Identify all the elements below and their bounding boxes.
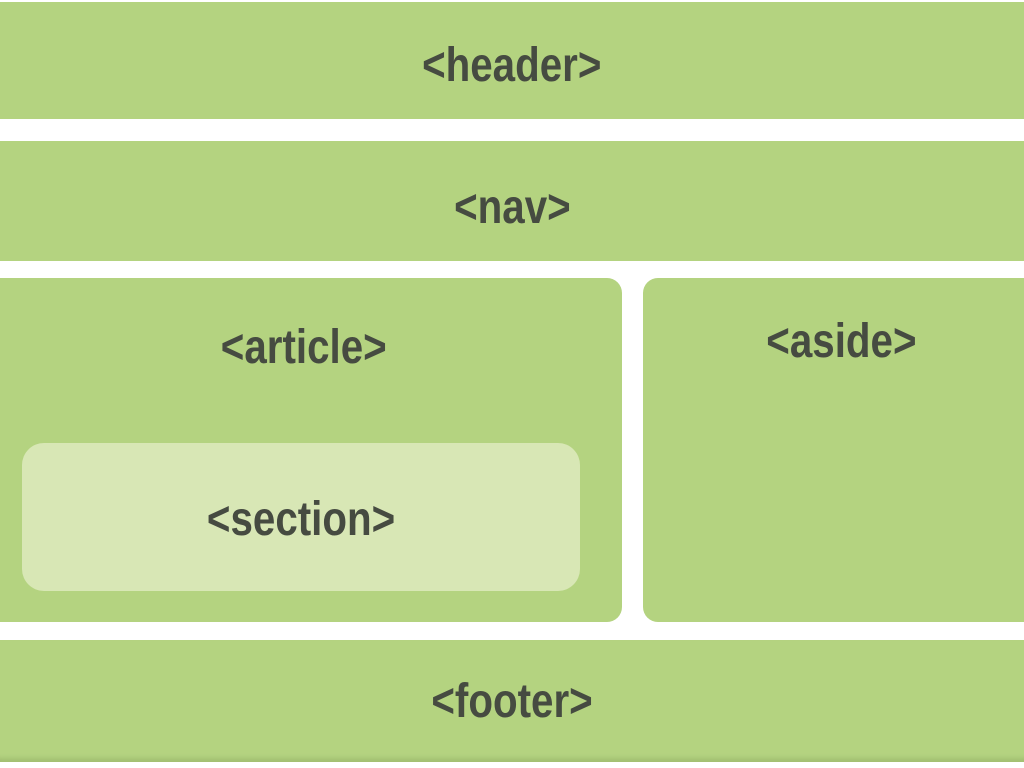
nav-box: <nav> xyxy=(0,141,1024,261)
aside-tag-label: <aside> xyxy=(765,315,917,368)
header-tag-label: <header> xyxy=(422,38,602,92)
nav-tag-label: <nav> xyxy=(453,181,571,234)
section-box: <section> xyxy=(22,443,580,591)
header-box: <header> xyxy=(0,2,1024,119)
footer-tag-label: <footer> xyxy=(431,675,593,728)
section-tag-label: <section> xyxy=(206,493,396,546)
article-tag-label: <article> xyxy=(220,321,387,374)
article-box: <article> <section> xyxy=(0,278,622,622)
footer-box: <footer> xyxy=(0,640,1024,762)
aside-box: <aside> xyxy=(643,278,1024,622)
